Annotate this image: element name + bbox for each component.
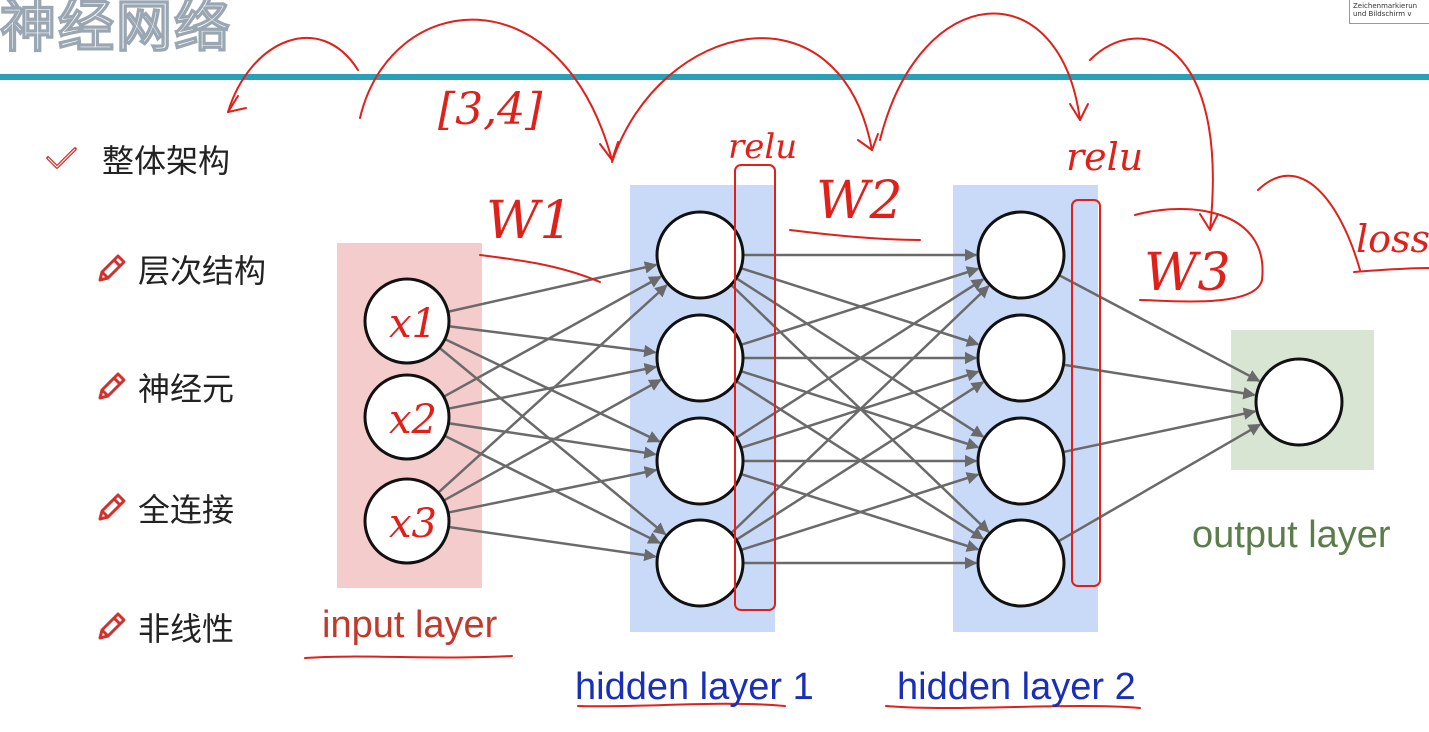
hidden2-neuron bbox=[976, 518, 1066, 608]
input-neuron bbox=[363, 373, 451, 461]
output-layer-label: output layer bbox=[1192, 514, 1391, 556]
hidden2-neuron bbox=[976, 313, 1066, 403]
annotation-stroke bbox=[479, 254, 601, 283]
input-variable-label: x2 bbox=[389, 397, 437, 443]
pencil-icon bbox=[98, 493, 126, 521]
hidden2-neuron bbox=[976, 416, 1066, 506]
hidden-layer-1-label: hidden layer 1 bbox=[575, 666, 814, 708]
bullet-item: 神经元 bbox=[94, 364, 234, 410]
activation-relu-1: relu bbox=[728, 127, 797, 167]
bullet-item: 非线性 bbox=[94, 604, 234, 650]
title-underline-bar bbox=[0, 74, 1429, 80]
connection-edge bbox=[1062, 407, 1257, 454]
annotation-stroke bbox=[1353, 267, 1429, 273]
arrow-head bbox=[1069, 103, 1089, 121]
handwritten-text: [3,4] W1 W2 W3 relu relu loss bbox=[438, 84, 1429, 303]
connection-edge bbox=[740, 266, 980, 347]
connection-edge bbox=[443, 378, 662, 502]
bullet-item-label: 全连接 bbox=[138, 491, 235, 529]
connection-edge bbox=[448, 525, 657, 562]
input-neuron bbox=[363, 277, 451, 365]
arc-annotation bbox=[227, 37, 359, 113]
input-neuron bbox=[363, 477, 451, 565]
connection-edge bbox=[447, 261, 658, 313]
hidden-layer-2-label: hidden layer 2 bbox=[897, 666, 1136, 708]
bullet-main: 整体架构 bbox=[44, 136, 230, 182]
input-variable-label: x3 bbox=[389, 501, 437, 547]
pencil-icon bbox=[98, 612, 126, 640]
underline bbox=[577, 702, 786, 708]
input-layer-label: input layer bbox=[322, 604, 498, 646]
bullet-item: 层次结构 bbox=[94, 246, 266, 292]
connection-edge bbox=[735, 381, 985, 541]
weight-w3: W3 bbox=[1144, 243, 1231, 303]
bullet-main-label: 整体架构 bbox=[102, 142, 231, 180]
arc-annotation bbox=[1089, 37, 1214, 231]
bullet-item-label: 非线性 bbox=[138, 610, 235, 648]
neurons: x1 x2 x3 bbox=[363, 210, 1344, 608]
pencil-icon bbox=[98, 254, 126, 282]
bullet-item-label: 神经元 bbox=[138, 370, 235, 408]
corner-tooltip: Zeichenmarkierun und Bildschirm v bbox=[1349, 0, 1429, 24]
input-variable-label: x1 bbox=[389, 301, 437, 347]
activation-box-2 bbox=[1071, 199, 1101, 587]
underline bbox=[885, 705, 1141, 709]
shape-annotation: [3,4] bbox=[438, 84, 543, 135]
arc-annotation bbox=[879, 12, 1081, 141]
hidden1-neuron bbox=[655, 416, 745, 506]
connection-edge bbox=[1063, 363, 1256, 400]
arrow-head bbox=[227, 95, 247, 113]
bullet-item: 全连接 bbox=[94, 485, 234, 531]
connection-edge bbox=[735, 278, 985, 439]
output-neuron bbox=[1254, 357, 1344, 447]
activation-relu-2: relu bbox=[1066, 135, 1143, 179]
arrow-head bbox=[857, 133, 879, 151]
hidden1-neuron bbox=[655, 313, 745, 403]
annotation-stroke bbox=[789, 229, 921, 241]
loss-annotation: loss bbox=[1356, 217, 1429, 261]
hidden1-neuron bbox=[655, 518, 745, 608]
connection-edge bbox=[1057, 423, 1262, 543]
connection-edge bbox=[437, 284, 668, 494]
connection-edge bbox=[447, 466, 658, 514]
connection-edge bbox=[1058, 273, 1261, 383]
underline bbox=[304, 655, 513, 659]
slide-title: 神经网络 bbox=[0, 0, 232, 61]
weight-w1: W1 bbox=[486, 191, 573, 251]
arrow-head bbox=[1199, 213, 1219, 231]
weight-circle bbox=[1134, 207, 1264, 303]
connections bbox=[437, 248, 1262, 570]
connection-edge bbox=[448, 325, 657, 358]
connection-edge bbox=[443, 275, 662, 398]
connection-edge bbox=[448, 422, 657, 459]
handwritten-annotations bbox=[227, 12, 1429, 709]
hidden1-neuron bbox=[655, 210, 745, 300]
arc-annotation bbox=[359, 18, 613, 161]
pencil-icon bbox=[98, 372, 126, 400]
activation-box-1 bbox=[734, 164, 776, 611]
weight-w2: W2 bbox=[816, 171, 903, 231]
connection-edge bbox=[730, 285, 990, 535]
check-icon bbox=[46, 147, 77, 169]
arc-annotation bbox=[1257, 174, 1361, 271]
bullet-item-label: 层次结构 bbox=[138, 252, 267, 290]
arc-annotation bbox=[611, 37, 873, 163]
hidden2-neuron bbox=[976, 210, 1066, 300]
connection-edge bbox=[740, 472, 980, 552]
